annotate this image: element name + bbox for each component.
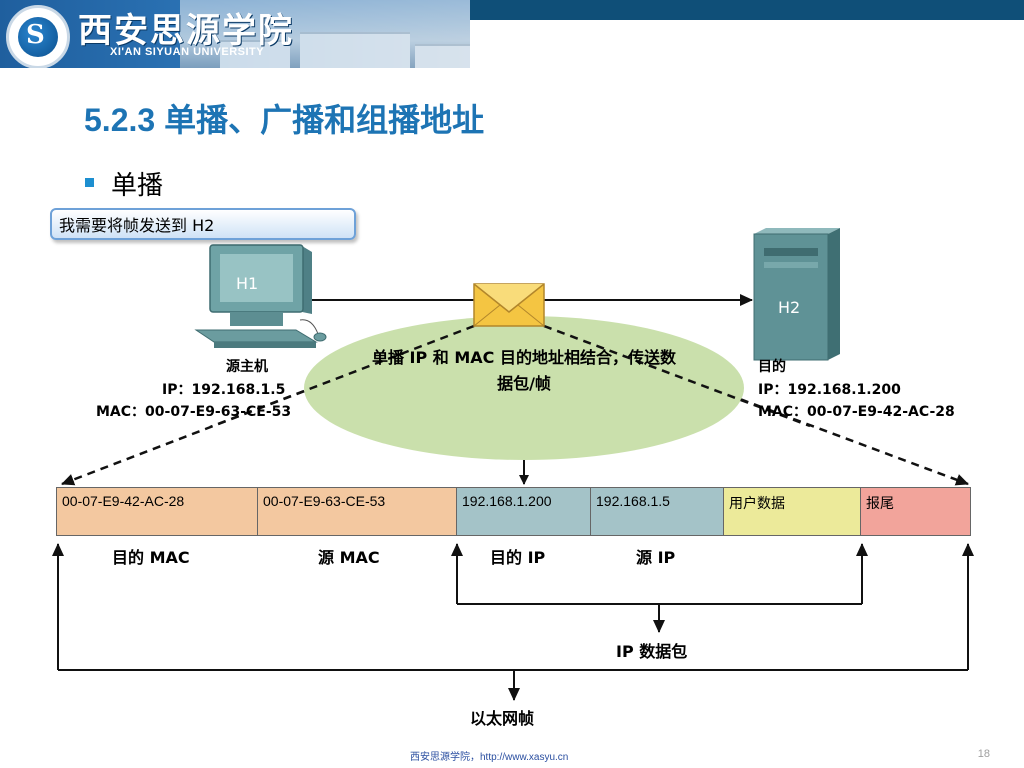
frame-cell-dst-ip: 192.168.1.200 <box>456 487 591 536</box>
speech-callout: 我需要将帧发送到 H2 <box>50 208 356 240</box>
dashed-line-right-overlay <box>543 324 811 428</box>
top-bar <box>470 0 1024 20</box>
slide-title: 5.2.3 单播、广播和组播地址 <box>84 102 485 138</box>
page-number: 18 <box>977 748 990 760</box>
unicast-ellipse <box>304 316 744 460</box>
ellipse-text: 单播 IP 和 MAC 目的地址相结合，传送数 据包/帧 <box>324 345 724 397</box>
school-name-cn: 西安思源学院 <box>78 11 294 51</box>
ip-packet-bracket <box>451 543 868 633</box>
label-src-ip: 源 IP <box>636 548 676 567</box>
building-shape <box>300 32 410 68</box>
dashed-line-left-overlay <box>209 324 475 429</box>
label-src-mac: 源 MAC <box>318 548 380 567</box>
frame-cell-trailer: 报尾 <box>860 487 971 536</box>
building-shape <box>415 44 470 68</box>
h1-computer-icon <box>194 244 327 348</box>
ethernet-frame-bracket <box>52 543 974 701</box>
label-ip-packet: IP 数据包 <box>616 642 688 661</box>
frame-cell-dst-mac: 00-07-E9-42-AC-28 <box>56 487 258 536</box>
source-ip: IP：192.168.1.5 <box>162 382 286 398</box>
destination-ip: IP：192.168.1.200 <box>758 382 901 398</box>
ellipse-line-2: 据包/帧 <box>497 374 551 393</box>
school-name-en: XI'AN SIYUAN UNIVERSITY <box>110 46 265 58</box>
source-heading: 源主机 <box>226 359 268 375</box>
frame-cell-src-ip: 192.168.1.5 <box>590 487 724 536</box>
campus-photo <box>180 0 470 68</box>
frame-cell-user-data: 用户数据 <box>723 487 861 536</box>
bullet-text: 单播 <box>111 171 164 201</box>
destination-mac: MAC：00-07-E9-42-AC-28 <box>758 404 955 420</box>
footer-text: 西安思源学院，http://www.xasyu.cn <box>410 752 569 763</box>
university-logo: S <box>6 5 70 68</box>
ellipse-line-1: 单播 IP 和 MAC 目的地址相结合，传送数 <box>371 348 676 367</box>
bullet-marker <box>85 178 94 187</box>
envelope-icon <box>473 283 545 327</box>
building-shape <box>220 40 290 68</box>
label-dst-ip: 目的 IP <box>490 548 546 567</box>
h2-server-icon <box>753 228 840 361</box>
label-dst-mac: 目的 MAC <box>112 548 190 567</box>
source-mac: MAC：00-07-E9-63-CE-53 <box>96 404 292 420</box>
label-ethernet-frame: 以太网帧 <box>470 709 535 728</box>
frame-cell-src-mac: 00-07-E9-63-CE-53 <box>257 487 457 536</box>
h1-label: H1 <box>236 274 259 293</box>
h2-label: H2 <box>778 298 801 317</box>
header-banner: S 西安思源学院 XI'AN SIYUAN UNIVERSITY <box>0 0 470 68</box>
destination-heading: 目的 <box>758 359 786 375</box>
